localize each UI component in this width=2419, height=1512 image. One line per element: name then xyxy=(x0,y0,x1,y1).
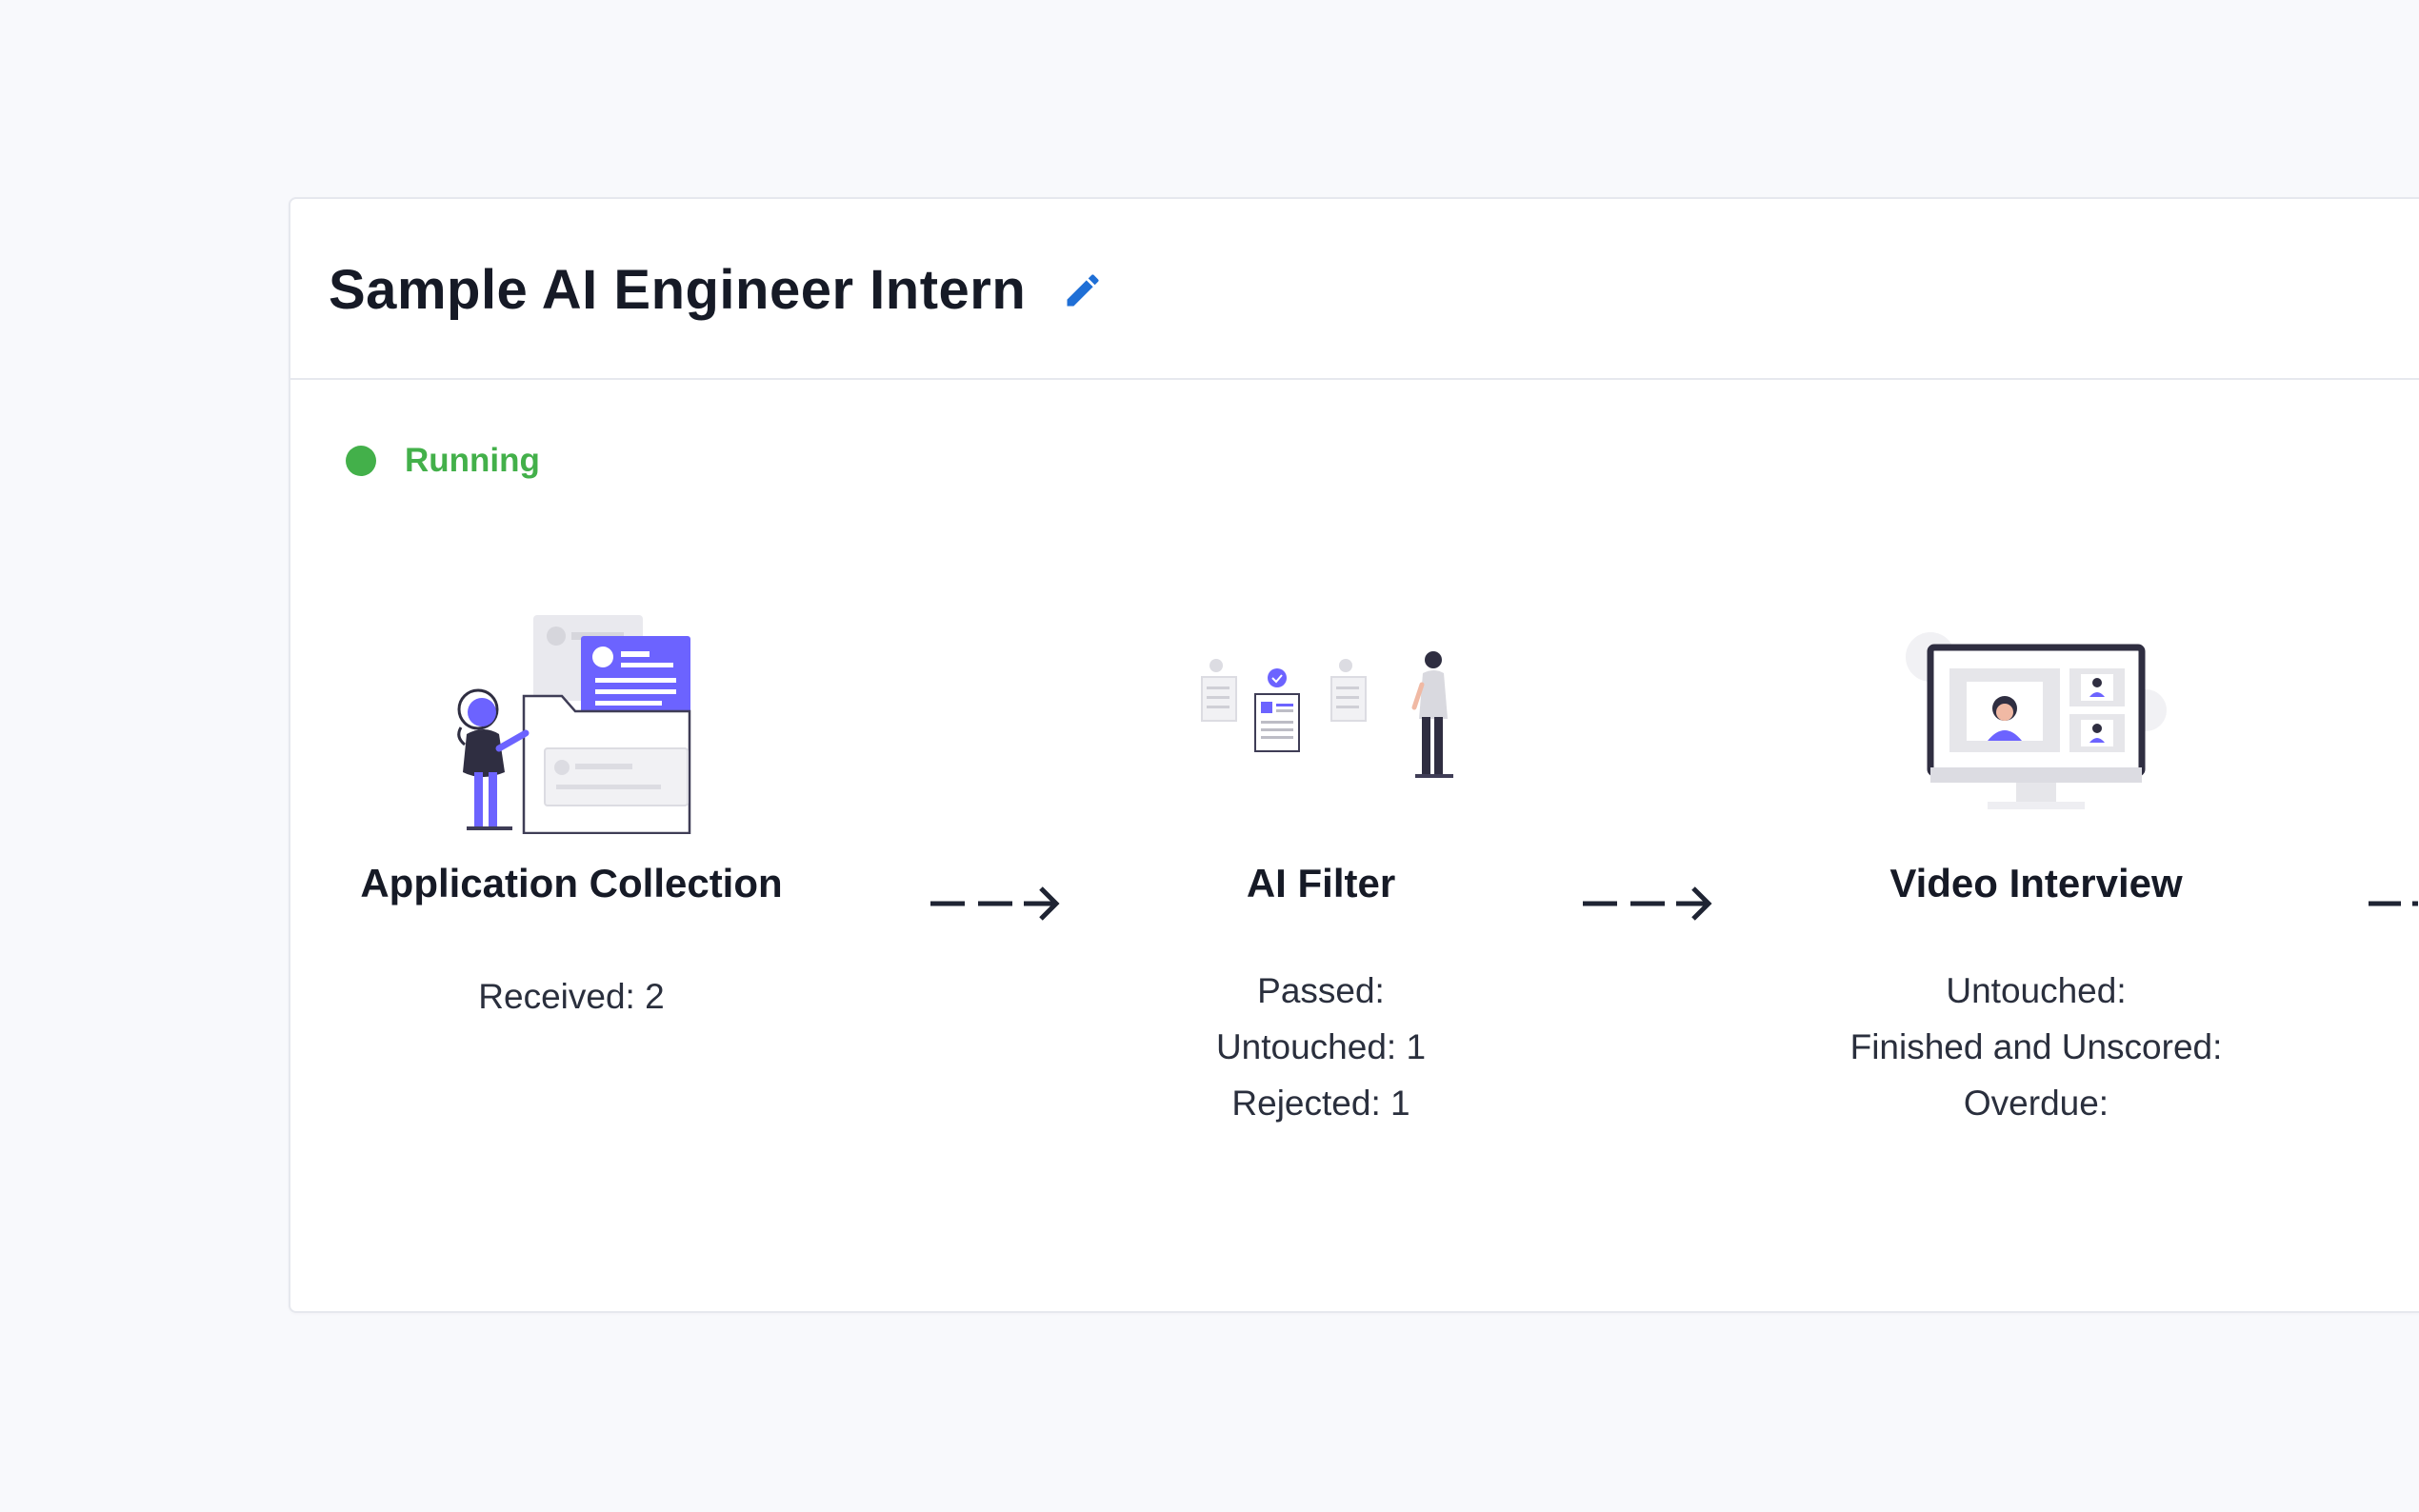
dashed-arrow-icon xyxy=(1583,886,1712,921)
stage-stats: Passed: Untouched: 1 Rejected: 1 xyxy=(1216,963,1426,1131)
stat-finished-unscored: Finished and Unscored: xyxy=(1849,1027,2223,1066)
card-header: Sample AI Engineer Intern xyxy=(290,199,2419,380)
stat-untouched: Untouched: xyxy=(1946,971,2127,1010)
stage-title: Application Collection xyxy=(360,861,783,905)
application-collection-illustration xyxy=(457,615,691,834)
dashed-arrow-icon xyxy=(2369,901,2418,906)
ai-filter-illustration xyxy=(1201,651,1453,778)
stat-passed: Passed: xyxy=(1257,971,1385,1010)
stat-rejected: Rejected: 1 xyxy=(1231,1084,1410,1123)
stat-received: Received: 2 xyxy=(478,977,665,1016)
pencil-icon xyxy=(1067,273,1099,306)
stat-untouched: Untouched: 1 xyxy=(1215,1027,1427,1066)
stage-stats: Untouched: Finished and Unscored: Overdu… xyxy=(1850,963,2223,1131)
title-row: Sample AI Engineer Intern xyxy=(329,258,1108,322)
stage-stats: Received: 2 xyxy=(478,968,664,1025)
status-dot-icon xyxy=(346,446,376,476)
stage-title: AI Filter xyxy=(1246,861,1396,905)
job-pipeline-card: Sample AI Engineer Intern Running xyxy=(289,197,2419,1313)
stage-title: Video Interview xyxy=(1889,861,2183,905)
status-label: Running xyxy=(405,442,540,479)
video-interview-illustration xyxy=(1906,632,2167,809)
stat-overdue: Overdue: xyxy=(1963,1084,2109,1123)
edit-title-button[interactable] xyxy=(1058,266,1108,315)
dashed-arrow-icon xyxy=(930,886,1060,921)
job-title: Sample AI Engineer Intern xyxy=(329,259,1027,321)
status-badge: Running xyxy=(346,442,540,480)
